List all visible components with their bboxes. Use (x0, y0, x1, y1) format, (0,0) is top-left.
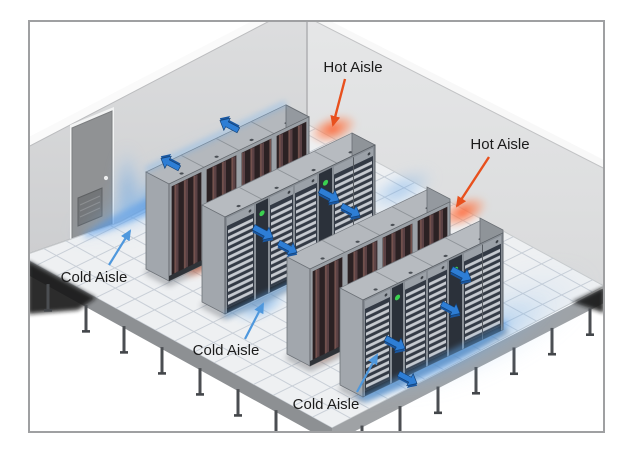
cold-aisle-3-arrow (356, 353, 378, 393)
label-callout-arrows (108, 78, 491, 393)
hot-aisle-label-2: Hot Aisle (470, 136, 529, 153)
floor-pedestal (360, 425, 364, 431)
floor-pedestal (120, 326, 128, 354)
right-wall (307, 22, 603, 288)
aisle-labels: Hot Aisle Hot Aisle Cold Aisle Cold Aisl… (61, 59, 530, 413)
vent-slat (79, 195, 101, 206)
cold-aisle-label-1: Cold Aisle (61, 269, 128, 286)
floor-pedestal (196, 368, 204, 396)
hot-aisle-2-arrow (455, 156, 491, 208)
floor-slab-left-side (30, 261, 332, 431)
cold-aisle-1-arrow (108, 229, 132, 266)
door-knob-icon (103, 175, 109, 181)
floor-grid-line (30, 255, 603, 428)
hot-aisle-1-arrow (330, 78, 347, 127)
floor-grid-line (30, 215, 603, 428)
floor-grid-line (30, 235, 603, 428)
right-wall-cap (316, 22, 603, 168)
floor-pedestal (82, 305, 90, 333)
cold-aisle-label-3: Cold Aisle (293, 396, 360, 413)
floor-pedestal (234, 389, 242, 417)
floor-pedestal (158, 347, 166, 375)
floor-grid-line (30, 124, 603, 295)
cold-aisle-2-arrow (244, 302, 264, 340)
cold-aisle-label-2: Cold Aisle (193, 342, 260, 359)
floor-pedestal (586, 308, 594, 336)
floor-pedestal (44, 284, 52, 312)
floor-pedestal (274, 410, 278, 431)
figure-frame (28, 20, 605, 433)
hot-aisle-label-1: Hot Aisle (323, 59, 382, 76)
floor-pedestal (398, 406, 402, 431)
cold-contact-glow (360, 324, 506, 404)
left-wall-cap-edge (30, 22, 269, 147)
right-wall-cap-edge (315, 22, 603, 169)
left-wall-cap (30, 22, 268, 146)
